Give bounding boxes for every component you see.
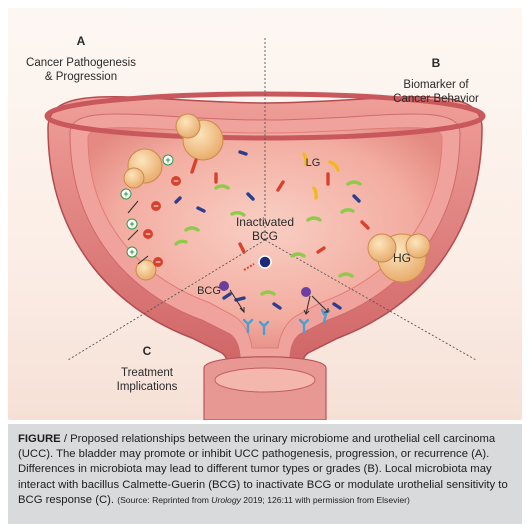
svg-text:−: − [155, 257, 160, 267]
svg-text:+: + [129, 219, 134, 229]
caption-source-prefix: (Source: Reprinted from [117, 494, 212, 505]
bcg-particles [219, 255, 311, 297]
svg-text:+: + [129, 247, 134, 257]
svg-text:−: − [153, 201, 158, 211]
urothelial-receptors [242, 308, 331, 336]
inactivated-bcg-label-line1: Inactivated [235, 215, 295, 229]
svg-text:+: + [165, 155, 170, 165]
section-b-letter: B [431, 56, 441, 70]
interaction-arrows [127, 200, 329, 315]
caption-lead: FIGURE [18, 433, 61, 445]
caption-source-journal: Urology [211, 494, 241, 505]
effect-markers: + + + + − − − − [120, 154, 181, 267]
bacteria [174, 150, 370, 310]
svg-text:+: + [123, 189, 128, 199]
high-grade-label: HG [393, 251, 411, 265]
section-c-label-line2: Implications [116, 381, 178, 393]
figure-caption: FIGURE / Proposed relationships between … [18, 432, 514, 508]
section-b-label-line1: Biomarker of [403, 79, 469, 91]
section-c-label-line1: Treatment [121, 367, 173, 379]
section-c-letter: C [142, 344, 152, 358]
caption-source: (Source: Reprinted from Urology 2019; 12… [117, 495, 410, 505]
section-a-letter: A [76, 34, 86, 48]
low-grade-label: LG [305, 157, 321, 169]
section-a-label-line1: Cancer Pathogenesis [26, 57, 136, 69]
section-a-label-line2: & Progression [44, 71, 118, 83]
svg-text:−: − [145, 229, 150, 239]
caption-source-suffix: 2019; 126:11 with permission from Elsevi… [240, 494, 410, 505]
inactivated-bcg-label-line2: BCG [251, 229, 278, 243]
caption-box: FIGURE / Proposed relationships between … [8, 424, 522, 524]
section-b-label-line2: Cancer Behavior [393, 93, 479, 105]
tumors [123, 113, 431, 283]
section-dividers [67, 38, 477, 361]
caption-body: / Proposed relationships between the uri… [18, 433, 508, 506]
bcg-label: BCG [197, 285, 221, 297]
bladder-illustration: + + + + − − − − [8, 8, 522, 420]
urethra-opening [214, 367, 316, 393]
bladder-diagram: + + + + − − − − [44, 38, 486, 420]
svg-text:−: − [173, 176, 178, 186]
